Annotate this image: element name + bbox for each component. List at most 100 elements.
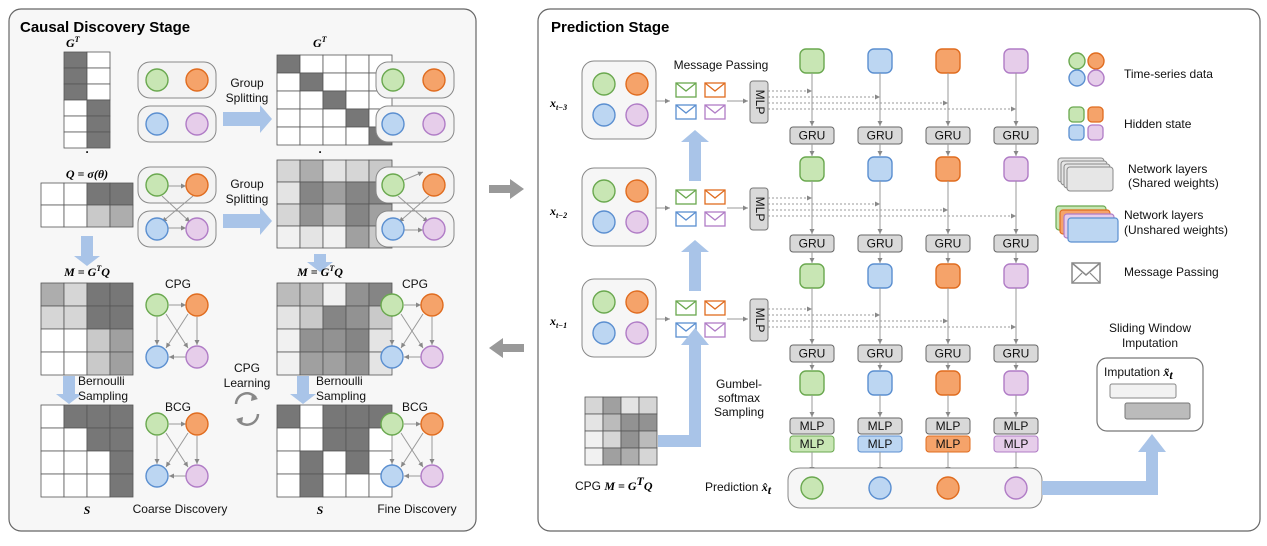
q-fine-matrix-cell	[299, 181, 324, 205]
fine-discovery: Fine Discovery	[377, 502, 456, 516]
m-fine-matrix-cell	[322, 282, 347, 307]
cpg-learning-b: Learning	[224, 376, 271, 390]
m-matrix-cell	[40, 282, 65, 307]
edge	[161, 195, 191, 223]
q-matrix-cell	[63, 182, 88, 206]
gt-matrix-cell	[86, 115, 111, 133]
cpg-graph-fine-blue	[380, 345, 404, 369]
cpg-matrix-cell	[620, 430, 640, 449]
gt-matrix-cell	[63, 131, 88, 149]
node-purple	[422, 217, 446, 241]
mlp-shared-block	[993, 417, 1039, 435]
cpg-graph-coarse-edge	[165, 313, 189, 349]
q-fine-matrix-cell	[299, 203, 324, 227]
m-fine-matrix-cell	[345, 282, 370, 307]
node-purple	[185, 112, 209, 136]
input-blue	[592, 321, 616, 345]
gt-matrix-cell	[63, 99, 88, 117]
q-fine-matrix-cell	[299, 225, 324, 249]
coarse-discovery: Coarse Discovery	[133, 502, 228, 516]
q-fine-matrix-cell	[345, 225, 370, 249]
hidden-state-node	[799, 370, 825, 396]
prediction-title: Prediction Stage	[551, 19, 669, 36]
message-envelope-orange-flap	[704, 82, 726, 92]
sliding-a: Sliding Window	[1109, 321, 1191, 335]
backward-arrow	[489, 338, 524, 358]
s-fine-matrix-cell	[276, 473, 301, 498]
cpg-matrix-cell	[584, 396, 604, 415]
s-coarse-matrix-cell	[109, 427, 134, 452]
s-coarse-matrix-cell	[63, 427, 88, 452]
m-matrix-cell	[86, 328, 111, 353]
s-coarse-matrix-cell	[86, 473, 111, 498]
cpg-matrix-cell	[638, 447, 658, 466]
node-green	[381, 68, 405, 92]
mlp-shared	[749, 187, 769, 231]
q-fine-matrix-cell	[345, 181, 370, 205]
q-label: Q = σ(θ)	[66, 167, 108, 181]
s-coarse-matrix-cell	[63, 450, 88, 475]
legend-hidden-blue	[1068, 124, 1085, 141]
m-matrix-cell	[63, 282, 88, 307]
node-green	[145, 173, 169, 197]
input-purple	[625, 103, 649, 127]
gru-block-text: GRU	[867, 129, 894, 143]
q-matrix-cell	[40, 182, 65, 206]
gt-matrix-cell	[63, 83, 88, 101]
q-fine-matrix-cell	[276, 203, 301, 227]
gru-block-text: GRU	[799, 129, 826, 143]
s-fine-label: S	[317, 503, 324, 517]
hidden-state-node	[867, 370, 893, 396]
prediction-node	[868, 476, 892, 500]
gru-block-text: GRU	[1003, 237, 1030, 251]
gru-block-text: GRU	[935, 129, 962, 143]
q-fine-matrix-cell	[276, 181, 301, 205]
mlp-shared-block	[925, 417, 971, 435]
cpg-label-fine: CPG	[402, 277, 428, 291]
bernoulli-2a: Bernoulli	[316, 374, 363, 388]
s-coarse-matrix-cell	[86, 450, 111, 475]
gt-fine-matrix-cell	[276, 54, 301, 74]
m-matrix-cell	[86, 282, 111, 307]
hidden-state-node	[799, 48, 825, 74]
gt-fine-matrix-cell	[345, 126, 370, 146]
input-green	[592, 72, 616, 96]
gt-matrix-cell	[86, 83, 111, 101]
s-fine-matrix-cell	[299, 473, 324, 498]
cpg-matrix-cell	[602, 430, 622, 449]
s-coarse-matrix-cell	[40, 473, 65, 498]
q-fine-matrix-cell	[322, 225, 347, 249]
hidden-state-node	[799, 263, 825, 289]
message-envelope-orange-flap	[704, 300, 726, 310]
q-fine-matrix-cell	[299, 159, 324, 183]
m-fine-matrix-cell	[299, 305, 324, 330]
s-fine-matrix-cell	[345, 427, 370, 452]
arrow-q-to-m	[74, 236, 100, 266]
node-purple	[185, 217, 209, 241]
input-orange	[625, 72, 649, 96]
legend-ts-purple	[1087, 69, 1105, 87]
gt-fine-matrix-cell	[322, 90, 347, 110]
bcg-graph-fine-edge	[400, 432, 424, 468]
s-coarse-matrix-cell	[40, 427, 65, 452]
cpg-formula-label: CPG M = GTQ	[575, 474, 653, 493]
m-fine-matrix-cell	[299, 282, 324, 307]
gt-fine-matrix-cell	[299, 72, 324, 92]
gru-block-text: GRU	[1003, 129, 1030, 143]
gru-block-text: GRU	[935, 237, 962, 251]
node-blue	[145, 112, 169, 136]
bcg-graph-fine-green	[380, 412, 404, 436]
message-envelope-purple-flap	[704, 211, 726, 221]
m-fine-matrix-cell	[276, 305, 301, 330]
gt-fine-matrix-cell	[345, 54, 370, 74]
s-coarse-matrix-cell	[40, 404, 65, 429]
mlp-shared-block-text: MLP	[1004, 419, 1029, 433]
q-fine-matrix-cell	[322, 159, 347, 183]
gt-fine-matrix-cell	[299, 90, 324, 110]
prediction-node	[800, 476, 824, 500]
message-passing-label: Message Passing	[674, 58, 769, 72]
s-fine-matrix-cell	[276, 404, 301, 429]
cpg-graph-fine-orange	[420, 293, 444, 317]
input-orange	[625, 290, 649, 314]
